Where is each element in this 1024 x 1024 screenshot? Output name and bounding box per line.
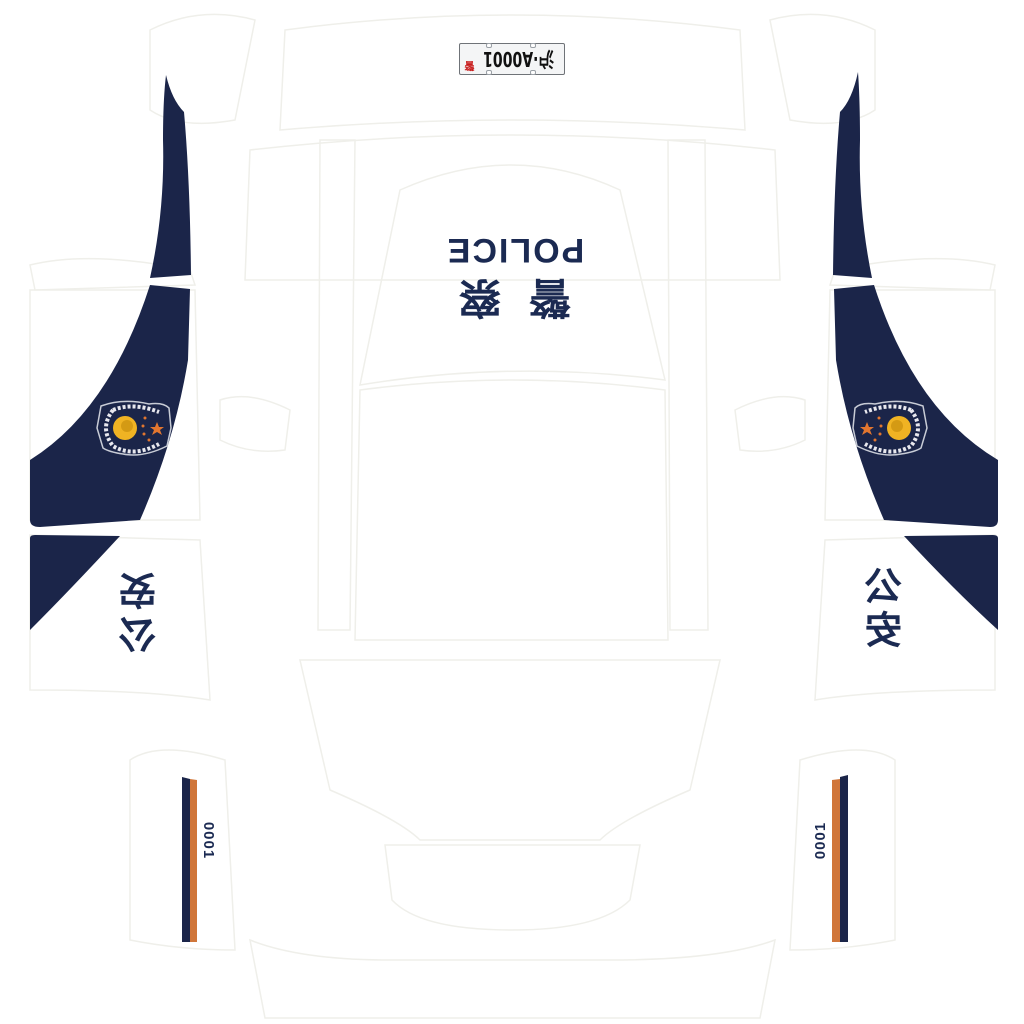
right-navy-stripe bbox=[833, 72, 998, 630]
hood-chinese-label: 警察 bbox=[431, 273, 572, 322]
right-rear-stripe bbox=[832, 775, 848, 942]
right-side-label-wrap: 公安 bbox=[858, 560, 914, 660]
plate-number: 沪·A0001 bbox=[483, 47, 555, 71]
left-unit-number: 0001 bbox=[200, 821, 218, 860]
hood-english-label: POLICE bbox=[445, 231, 585, 269]
left-navy-stripe bbox=[30, 75, 191, 630]
left-police-emblem-icon bbox=[96, 400, 172, 456]
left-side-label: 公安 bbox=[118, 566, 163, 654]
left-side-label-wrap: 公安 bbox=[112, 560, 168, 660]
right-side-label: 公安 bbox=[864, 566, 909, 654]
plate-police-tag: 警 bbox=[464, 59, 475, 70]
left-rear-stripe bbox=[182, 777, 197, 942]
right-police-emblem-icon bbox=[852, 400, 928, 456]
hood-police-label: 警察 POLICE bbox=[430, 200, 600, 322]
right-unit-number: 0001 bbox=[812, 821, 830, 860]
license-plate: 沪·A0001 警 bbox=[459, 43, 565, 75]
